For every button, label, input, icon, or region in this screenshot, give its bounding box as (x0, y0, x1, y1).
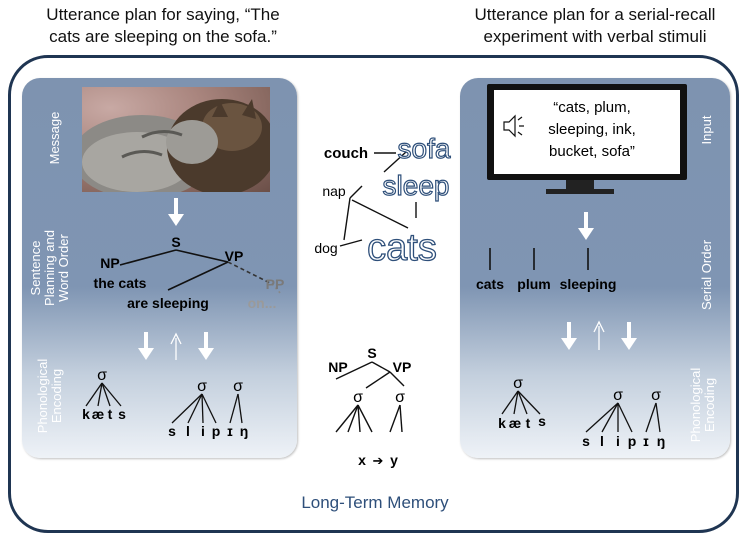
right-syllable-cats (501, 390, 541, 415)
right-phone-s2: s (582, 433, 590, 449)
left-title: Utterance plan for saying, “The cats are… (18, 4, 308, 48)
right-sigma-cats: σ (513, 375, 523, 392)
network-nap: nap (322, 183, 346, 199)
middle-schema-tree (335, 361, 405, 433)
arrow-input-to-serial (578, 212, 594, 240)
cats-photo (82, 87, 270, 192)
left-arrow-down-1 (138, 332, 154, 360)
left-syllable-cats (85, 382, 122, 407)
right-sigma-ping: σ (651, 387, 661, 404)
middle-s: S (367, 345, 376, 361)
left-phone-ae: æ (92, 406, 104, 422)
right-phone-t: t (526, 415, 531, 431)
middle-arrow-icon: ➔ (373, 453, 384, 468)
network-sofa: sofa (398, 133, 451, 164)
right-phone-s: s (538, 413, 546, 429)
right-phone-ng: ŋ (657, 433, 666, 449)
left-syntax-tree (119, 249, 283, 296)
serial-order-comb (489, 247, 690, 270)
right-phone-i: i (616, 433, 620, 449)
network-dog: dog (314, 240, 337, 256)
left-title-line2: cats are sleeping on the sofa.” (49, 27, 277, 46)
left-sigma-cats: σ (97, 367, 107, 384)
network-cats: cats (367, 227, 437, 269)
middle-sigma-1: σ (353, 389, 363, 406)
right-arrow-down-2 (621, 322, 637, 350)
long-term-memory-label: Long-Term Memory (301, 493, 449, 512)
arrow-message-to-sentence (168, 198, 184, 226)
right-phone-ih: ɪ (643, 433, 649, 449)
serial-word-cats: cats (476, 276, 504, 292)
network-couch: couch (324, 145, 368, 162)
left-phone-k: k (82, 406, 90, 422)
left-phone-ih: ɪ (227, 423, 233, 439)
semantic-network-links (339, 151, 417, 247)
left-tree-pp: PP (266, 276, 285, 292)
right-title-line1: Utterance plan for a serial-recall (474, 5, 716, 24)
middle-y: y (390, 452, 398, 468)
middle-np: NP (328, 359, 347, 375)
monitor (487, 84, 687, 194)
left-arrow-down-2 (198, 332, 214, 360)
left-phone-ng: ŋ (240, 423, 249, 439)
serial-word-sleeping: sleeping (560, 276, 617, 292)
left-phone-l: l (186, 423, 190, 439)
left-phone-s: s (118, 406, 126, 422)
cats-photo-illustration (82, 99, 270, 192)
right-phone-l: l (600, 433, 604, 449)
left-tree-pp-words: on... (248, 295, 277, 311)
left-syllable-sleeping (171, 393, 243, 424)
left-phone-i: i (201, 423, 205, 439)
right-arrow-up (593, 320, 605, 350)
right-syllable-sleeping (585, 402, 661, 433)
serial-word-plum: plum (517, 276, 550, 292)
speaker-icon (503, 114, 524, 138)
monitor-line3: bucket, sofa” (549, 143, 635, 160)
left-arrow-up (170, 332, 182, 360)
long-term-memory-frame (8, 55, 739, 533)
left-tree-s: S (171, 234, 180, 250)
middle-x: x (358, 452, 366, 468)
left-tree-vp-words: are sleeping (127, 295, 209, 311)
left-phone-t: t (108, 406, 113, 422)
left-sigma-ping: σ (233, 378, 243, 395)
network-sleep: sleep (383, 170, 450, 201)
right-title-line2: experiment with verbal stimuli (483, 27, 707, 46)
right-title: Utterance plan for a serial-recall exper… (445, 4, 745, 48)
right-arrow-down-1 (561, 322, 577, 350)
right-sigma-sleep: σ (613, 387, 623, 404)
middle-sigma-2: σ (395, 389, 405, 406)
left-phone-s2: s (168, 423, 176, 439)
middle-vp: VP (393, 359, 412, 375)
left-tree-np-words: the cats (94, 275, 147, 291)
right-phone-ae: æ (509, 415, 521, 431)
left-sigma-sleep: σ (197, 378, 207, 395)
left-tree-vp: VP (225, 248, 244, 264)
monitor-line1: “cats, plum, (553, 99, 631, 116)
left-tree-np: NP (100, 255, 119, 271)
right-phone-k: k (498, 415, 506, 431)
left-title-line1: Utterance plan for saying, “The (46, 5, 280, 24)
left-phone-p: p (212, 423, 221, 439)
right-phone-p: p (628, 433, 637, 449)
monitor-line2: sleeping, ink, (548, 121, 636, 138)
